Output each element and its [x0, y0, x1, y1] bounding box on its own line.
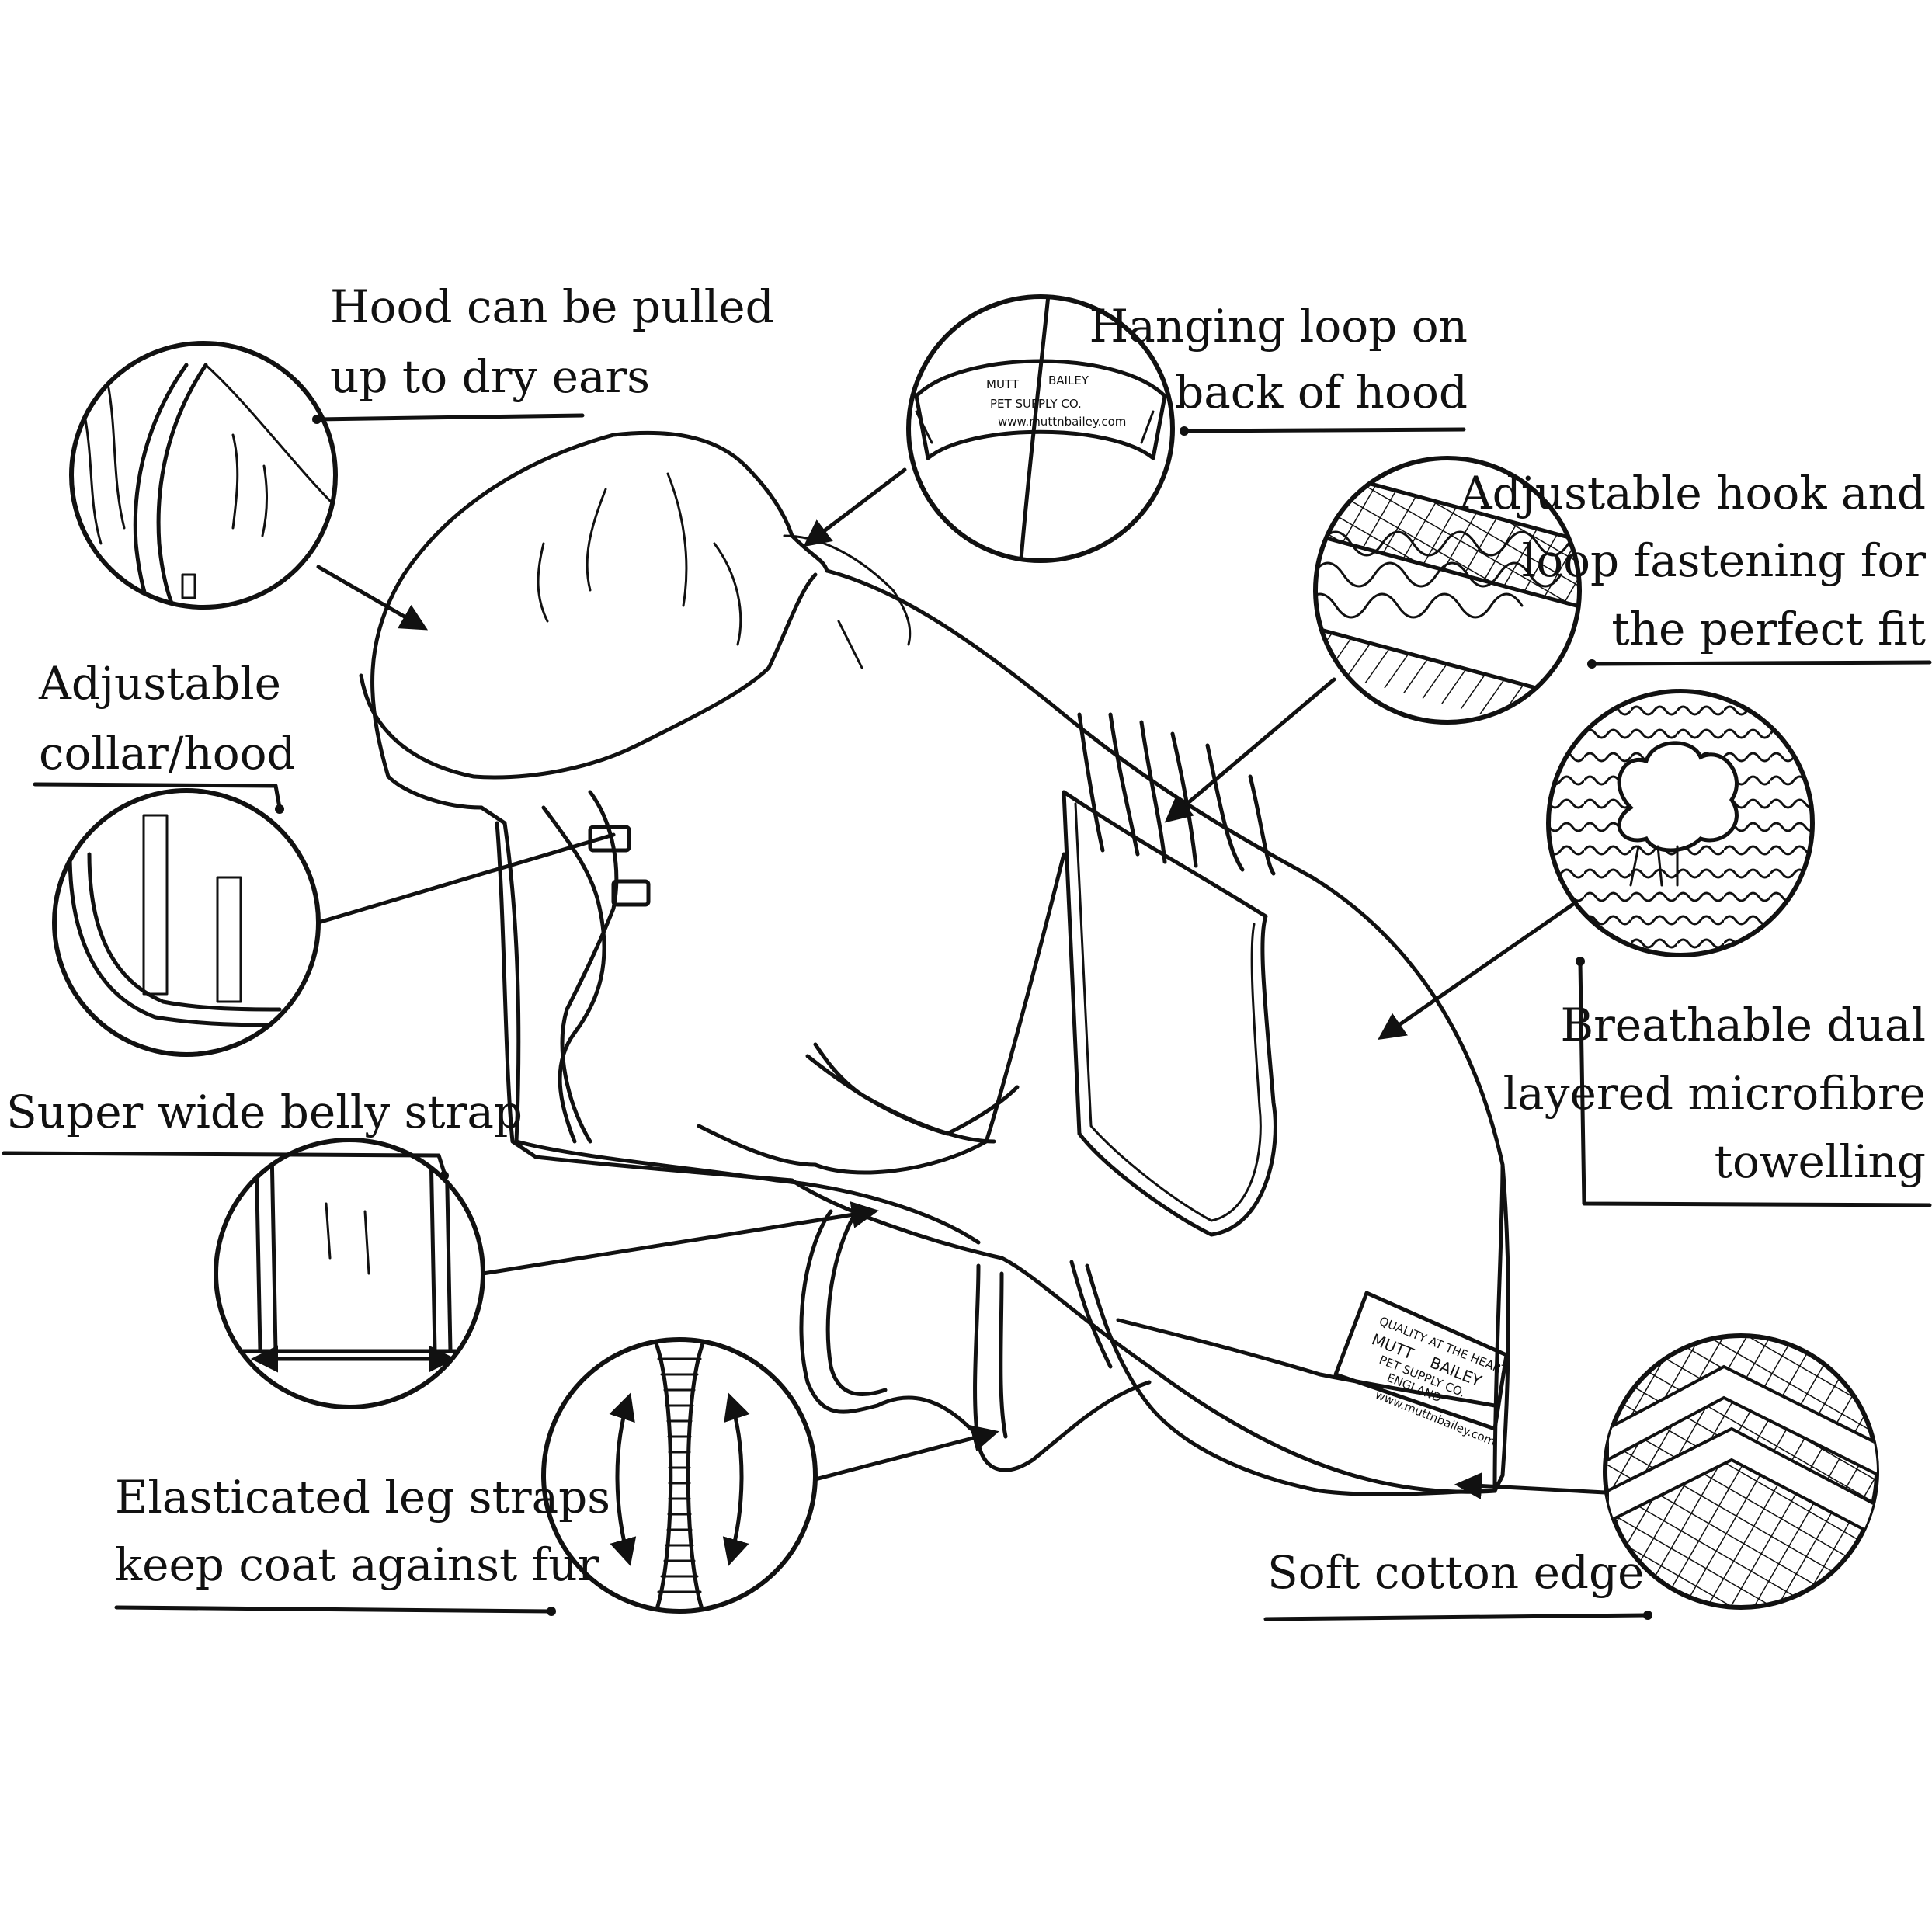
svg-text:Adjustable: Adjustable [38, 657, 281, 710]
hood-outline [370, 430, 829, 779]
svg-text:Breathable dual: Breathable dual [1560, 999, 1926, 1051]
callout-cotton-edge: Soft cotton edge [1263, 1546, 1652, 1621]
hook-loop-flap [1062, 790, 1277, 1237]
back-stripe [1077, 712, 1105, 853]
svg-text:towelling: towelling [1715, 1135, 1926, 1188]
svg-text:layered microfibre: layered microfibre [1503, 1067, 1926, 1120]
detail-circle-collar [52, 788, 321, 1057]
leg-strap [973, 1263, 1152, 1472]
svg-text:BAILEY: BAILEY [1048, 374, 1089, 387]
callout-collar: Adjustable collar/hood [33, 657, 296, 814]
svg-text:back of hood: back of hood [1175, 366, 1468, 419]
callout-microfibre: Breathable dual layered microfibre towel… [1503, 957, 1932, 1208]
detail-circle-hood [69, 341, 338, 610]
callout-hanging-loop: Hanging loop on back of hood [1089, 300, 1468, 436]
collar-tab [611, 879, 651, 907]
svg-text:keep coat against fur: keep coat against fur [115, 1538, 599, 1591]
svg-text:collar/hood: collar/hood [39, 727, 296, 780]
leg-strap [799, 1209, 973, 1431]
svg-text:MUTT: MUTT [986, 377, 1020, 391]
callout-hook-loop: Adjustable hook and loop fastening for t… [1459, 467, 1932, 669]
detail-circle-leg-straps [541, 1337, 818, 1614]
collar-outline [479, 805, 521, 1144]
detail-circle-cotton-edge [1603, 1333, 1879, 1610]
svg-text:PET SUPPLY CO.: PET SUPPLY CO. [990, 397, 1082, 411]
svg-text:the perfect fit: the perfect fit [1611, 603, 1926, 655]
detail-circle-hanging-loop: MUTT BAILEY PET SUPPLY CO. www.muttnbail… [906, 294, 1175, 563]
belly-strap [697, 852, 1066, 1175]
callout-hood: Hood can be pulled up to dry ears [312, 280, 774, 424]
svg-text:www.muttnbailey.com: www.muttnbailey.com [998, 415, 1126, 429]
svg-text:Hanging loop on: Hanging loop on [1089, 300, 1468, 353]
svg-text:Soft cotton edge: Soft cotton edge [1267, 1546, 1645, 1599]
svg-text:Super wide belly strap: Super wide belly strap [6, 1086, 523, 1138]
leader-lines [316, 467, 1607, 1499]
detail-circle-belly-strap [214, 1138, 485, 1409]
callout-belly-strap: Super wide belly strap [2, 1086, 523, 1180]
brand-label-coat: QUALITY AT THE HEART MUTT BAILEY PET SUP… [1333, 1291, 1510, 1449]
svg-text:Hood can be pulled: Hood can be pulled [330, 280, 774, 333]
svg-text:loop fastening for: loop fastening for [1522, 534, 1927, 587]
svg-text:Adjustable hook and: Adjustable hook and [1459, 467, 1926, 519]
svg-text:Elasticated leg straps: Elasticated leg straps [115, 1471, 610, 1524]
svg-text:up to dry ears: up to dry ears [330, 350, 650, 403]
collar-tab [588, 825, 631, 853]
detail-circle-hook-loop [1313, 456, 1582, 724]
callout-leg-straps: Elasticated leg straps keep coat against… [114, 1471, 610, 1616]
detail-circle-microfibre [1546, 689, 1815, 957]
